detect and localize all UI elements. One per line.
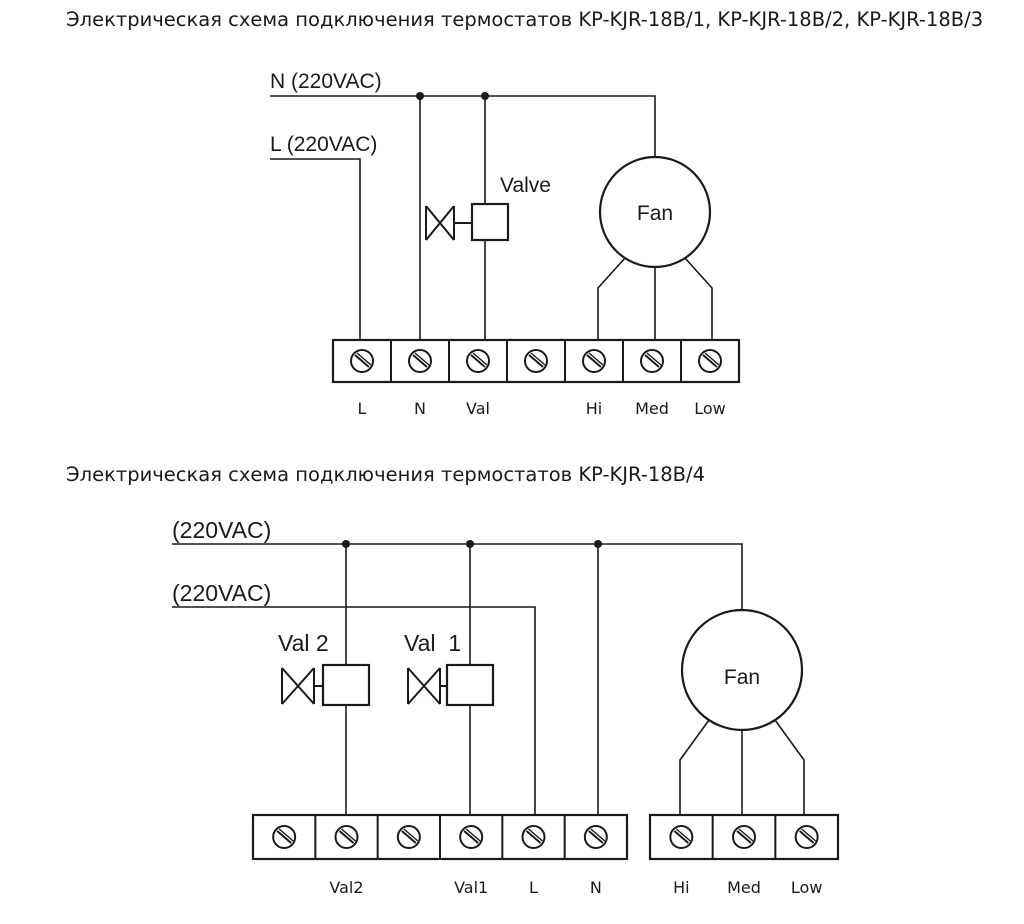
valve-coil [470,202,510,242]
d2-left-terminal-label: Val1 [454,878,488,897]
supply-a-wire [172,543,743,612]
d2-right-terminal-screw [794,825,819,849]
d2-left-terminal-screw [396,825,421,849]
d2-left-terminal-screw [521,825,546,849]
fan-hi-wire [679,719,710,819]
d2-left-terminal-screw [459,825,484,849]
valve-label: Valve [500,174,551,197]
d1-terminal-screw [350,349,374,373]
d2-left-terminal-screw [272,825,297,849]
d1-terminal-label: Med [635,399,669,418]
supply-a-label: (220VAC) [172,517,271,543]
d2-left-terminal-label: Val2 [329,878,363,897]
d2-left-terminal-label: L [529,878,538,897]
d2-left-terminal-label: N [590,878,602,897]
d2-right-terminal-label: Med [727,878,761,897]
valve-2-icon [281,667,323,705]
n-line-label: N (220VAC) [270,70,382,93]
d1-terminal-label: N [414,399,426,418]
fan-label: Fan [724,666,760,689]
junction-dot [416,92,424,100]
d2-right-terminal-screw [732,825,756,849]
junction-dot [481,92,489,100]
d1-terminal-screw [524,349,548,373]
valve-1-label: Val 1 [404,630,461,656]
diagram-2-caption: Электрическая схема подключения термоста… [66,463,706,486]
valve-2-label: Val 2 [278,630,329,656]
d2-right-terminal-screw [669,825,694,849]
wiring-diagram-1: N (220VAC) L (220VAC) Valve Fan L N Val Hi M… [270,70,741,418]
n-line-wire [270,95,656,157]
d2-right-terminal-label: Hi [673,878,689,897]
terminal-labels: Val2 Val1 L N Hi Med Low [329,878,822,897]
d1-terminal-label: Hi [586,399,602,418]
fan-low-wire [774,719,805,819]
valve-2-coil [321,663,371,707]
fan-label: Fan [637,202,673,225]
fan-hi-wire [597,257,626,344]
valve-icon [425,205,472,241]
d1-terminal-screw [466,349,490,373]
d1-terminal-label: L [358,399,367,418]
d2-left-terminal-screw [334,825,359,849]
valve-1-icon [407,667,447,705]
terminal-screws [272,815,819,859]
d1-terminal-screw [408,349,432,373]
l-line-label: L (220VAC) [270,133,377,156]
d2-left-terminal-screw [583,825,608,849]
terminal-labels: L N Val Hi Med Low [358,399,726,418]
fan-low-wire [684,257,713,344]
terminal-screws [350,340,722,382]
d2-right-terminal-label: Low [791,878,823,897]
d1-terminal-label: Val [466,399,490,418]
d1-terminal-screw [640,349,664,373]
l-line-wire [270,158,361,344]
d1-terminal-screw [698,349,722,373]
valve-1-coil [445,663,495,707]
supply-b-wire [172,606,536,819]
supply-b-label: (220VAC) [172,580,271,606]
d1-terminal-screw [582,349,606,373]
d1-terminal-label: Low [694,399,726,418]
diagram-1-caption: Электрическая схема подключения термоста… [66,8,984,31]
